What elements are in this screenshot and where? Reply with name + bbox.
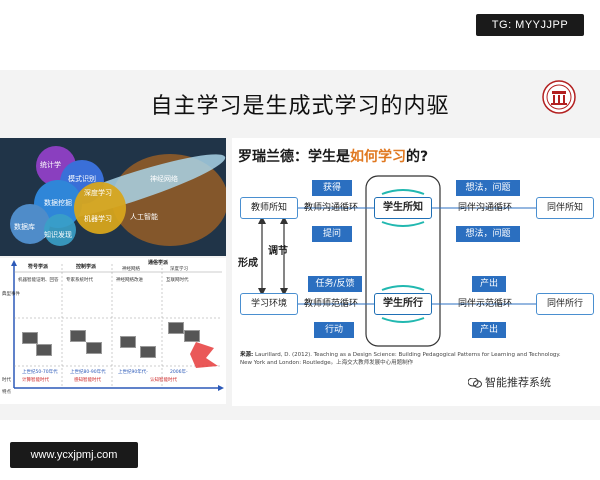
label-machine-learning: 机器学习 (84, 215, 112, 223)
diagram-title-prefix: 罗瑞兰德：学生是 (238, 149, 350, 165)
year-label-1: 上世纪50-70年代 (22, 370, 58, 375)
arrow-label-output-top: 产出 (472, 276, 506, 292)
slide-title: 自主学习是生成式学习的内驱 (150, 94, 450, 119)
cycle-peer-modelling: 同伴示范循环 (458, 299, 513, 309)
node-peer-knows: 同伴所知 (536, 197, 594, 219)
label-deep-learning: 深度学习 (84, 189, 112, 197)
row-text-4: 互联网时代 (166, 278, 189, 283)
tag-badge: TG: MYYJJPP (476, 14, 584, 36)
era-label-cognition: 认知智能时代 (150, 378, 177, 383)
event-thumbnail (22, 332, 38, 344)
arrow-label-acquire: 获得 (312, 180, 352, 196)
header-control: 控制学派 (76, 264, 97, 270)
arrow-label-action: 行动 (314, 322, 354, 338)
event-thumbnail (86, 342, 102, 354)
event-thumbnail (120, 336, 136, 348)
event-thumbnail (184, 330, 200, 342)
label-database: 数据库 (14, 223, 35, 231)
axis-label-events: 典型事件 (2, 292, 20, 297)
label-data-mining: 数据挖掘 (44, 199, 72, 207)
diagram-title-highlight: 如何学习 (350, 149, 406, 165)
reference-line-2: New York and London: Routledge。上海交大教师发展中… (240, 360, 414, 366)
year-label-3: 上世纪90年代- (118, 370, 148, 375)
ai-venn-figure: 统计学 模式识别 数据挖掘 深度学习 机器学习 人工智能 神经网络 数据库 知识… (0, 138, 226, 256)
reference-line-1: 来源: Laurillard, D. (2012). Teaching as a… (240, 352, 561, 359)
header-connectionism: 通俗学派 (148, 260, 169, 266)
cycle-teacher-modelling: 教师师范循环 (304, 299, 359, 309)
subheader-neural-network: 神经网络 (122, 267, 140, 272)
event-thumbnail (140, 346, 156, 358)
wechat-watermark: 智能推荐系统 (468, 374, 551, 390)
header-symbolism: 符号学派 (28, 264, 49, 270)
row-text-2: 专家系统时代 (66, 278, 93, 283)
node-student-does: 学生所行 (374, 293, 432, 315)
label-knowledge-discovery: 知识发现 (44, 231, 72, 239)
event-thumbnail (168, 322, 184, 334)
year-label-4: 2006年- (170, 370, 188, 375)
row-text-1: 机器智能证明、回答 (18, 278, 59, 283)
side-label-regulate: 调节 (268, 246, 288, 257)
arrow-label-task-feedback: 任务/反馈 (308, 276, 362, 292)
reference-label: 来源: (240, 352, 254, 358)
row-text-3: 神经网络改进 (116, 278, 143, 283)
event-thumbnail (70, 330, 86, 342)
arrow-label-ideas-bottom: 想法，问题 (456, 226, 520, 242)
node-teacher-knows: 教师所知 (240, 197, 298, 219)
axis-label-feature: 特点 (2, 390, 11, 395)
diagram-title: 罗瑞兰德：学生是如何学习的? (238, 146, 428, 166)
side-label-form: 形成 (238, 258, 258, 269)
node-student-knows: 学生所知 (374, 197, 432, 219)
cycle-peer-communication: 同伴沟通循环 (458, 203, 513, 213)
university-seal-logo (542, 80, 576, 114)
diagram-title-suffix: 的? (406, 149, 429, 165)
label-pattern-recognition: 模式识别 (68, 175, 96, 183)
label-neural-network: 神经网络 (150, 175, 178, 183)
era-label-perception: 感知智能时代 (74, 378, 101, 383)
subheader-deep-learning: 深度学习 (170, 267, 188, 272)
era-label-computing: 计算智能时代 (22, 378, 49, 383)
label-artificial-intelligence: 人工智能 (130, 213, 158, 221)
watermark-text: 智能推荐系统 (485, 376, 551, 389)
arrow-label-ideas-top: 想法，问题 (456, 180, 520, 196)
arrow-label-output-bottom: 产出 (472, 322, 506, 338)
axis-label-era: 时代 (2, 378, 11, 383)
wechat-icon (468, 378, 482, 388)
cycle-teacher-communication: 教师沟通循环 (304, 203, 359, 213)
arrow-label-ask: 提问 (312, 226, 352, 242)
node-learning-environment: 学习环境 (240, 293, 298, 315)
diagram-connectors (258, 175, 538, 347)
year-label-2: 上世纪80-90年代 (70, 370, 106, 375)
label-statistics: 统计学 (40, 161, 61, 169)
ai-history-table-figure: 符号学派 控制学派 通俗学派 神经网络 深度学习 典型事件 时代 特点 机器智能… (0, 258, 226, 404)
url-badge: www.ycxjpmj.com (10, 442, 138, 468)
laurillard-diagram: 罗瑞兰德：学生是如何学习的? 获得 提问 想法，问题 (232, 138, 600, 406)
event-thumbnail (36, 344, 52, 356)
reference-citation: Laurillard, D. (2012). Teaching as a Des… (254, 352, 561, 358)
node-peer-does: 同伴所行 (536, 293, 594, 315)
